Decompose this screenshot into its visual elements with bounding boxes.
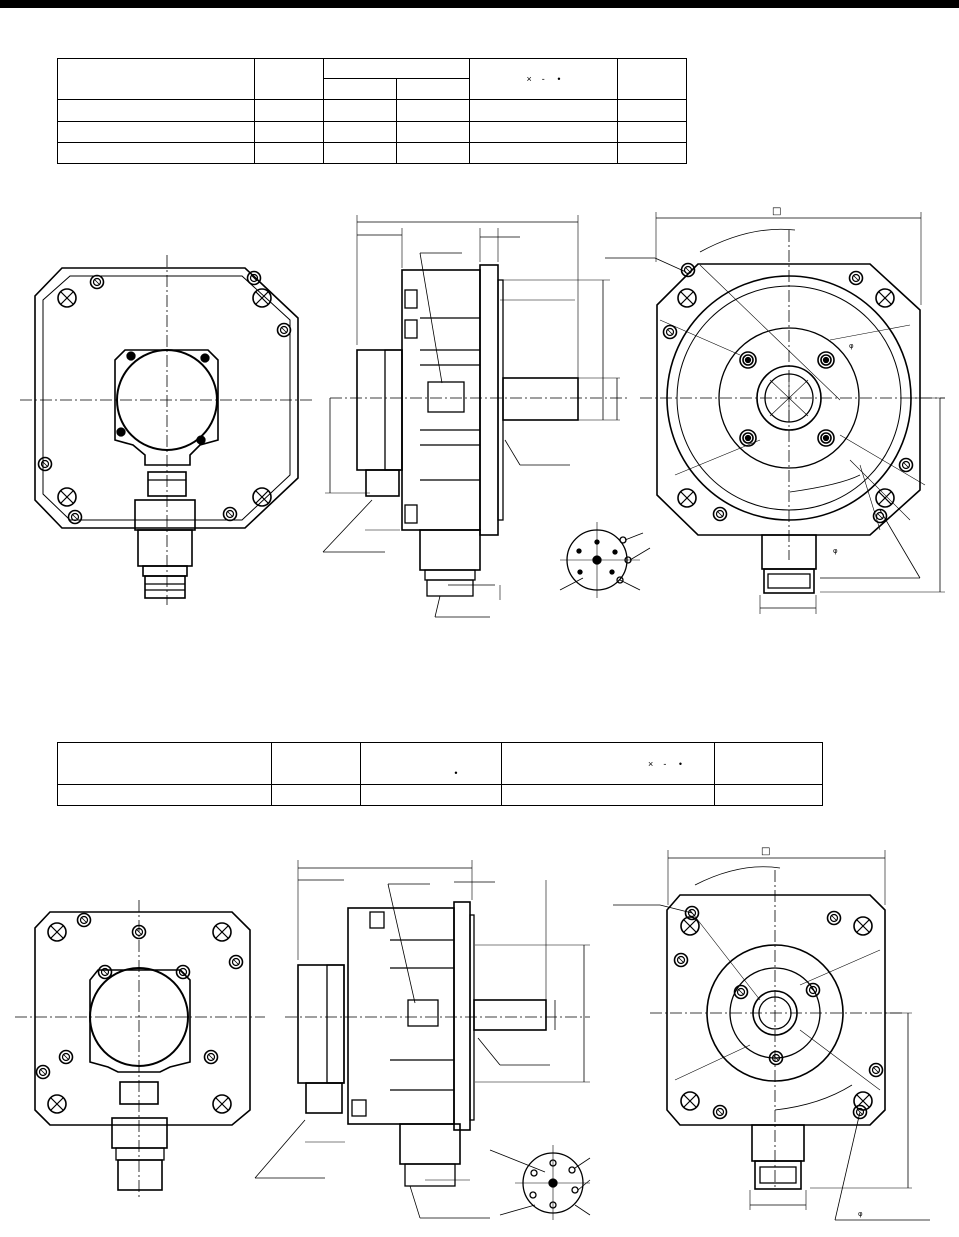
rear-view-1 [20, 255, 312, 605]
connector-pinout-1 [559, 522, 651, 598]
diameter-symbol-1b: φ [833, 547, 838, 555]
table1-header-model [57, 57, 255, 101]
table2-header-note: × - • [501, 742, 715, 785]
table-row [57, 120, 687, 143]
dot-glyph: • [678, 758, 682, 769]
table1-header-col2 [254, 57, 324, 101]
table2-header-model [57, 742, 272, 785]
side-view-2 [254, 860, 590, 1219]
table2-header-col3: • [360, 742, 502, 785]
rear-view-2 [15, 900, 265, 1200]
diameter-symbol-2: φ [858, 1210, 863, 1218]
page-header-bar [0, 0, 959, 8]
table2-header-col2 [271, 742, 361, 785]
table1-header-col6 [617, 57, 687, 101]
drawing-1: □ φ φ [20, 206, 945, 618]
diameter-symbol-1: φ [849, 342, 854, 350]
front-view-2 [613, 850, 930, 1221]
spec-table-2: • × - • [57, 742, 823, 806]
spec-table-1: × - • [57, 57, 687, 165]
front-view-1 [605, 212, 945, 614]
times-glyph: × [648, 758, 654, 769]
times-glyph: × [526, 74, 532, 85]
dash-glyph: - [663, 758, 667, 769]
table-row [57, 141, 687, 165]
connector-pinout-2 [489, 1145, 591, 1220]
dash-glyph: - [541, 74, 545, 85]
dot-glyph: • [557, 74, 561, 85]
square-symbol-1: □ [772, 206, 781, 217]
table2-header-col5 [714, 742, 823, 785]
square-symbol-2: □ [761, 846, 770, 857]
table-row [57, 784, 823, 806]
side-view-1 [322, 215, 630, 618]
drawing-2: □ φ [15, 846, 930, 1221]
dot-glyph: • [454, 768, 458, 778]
